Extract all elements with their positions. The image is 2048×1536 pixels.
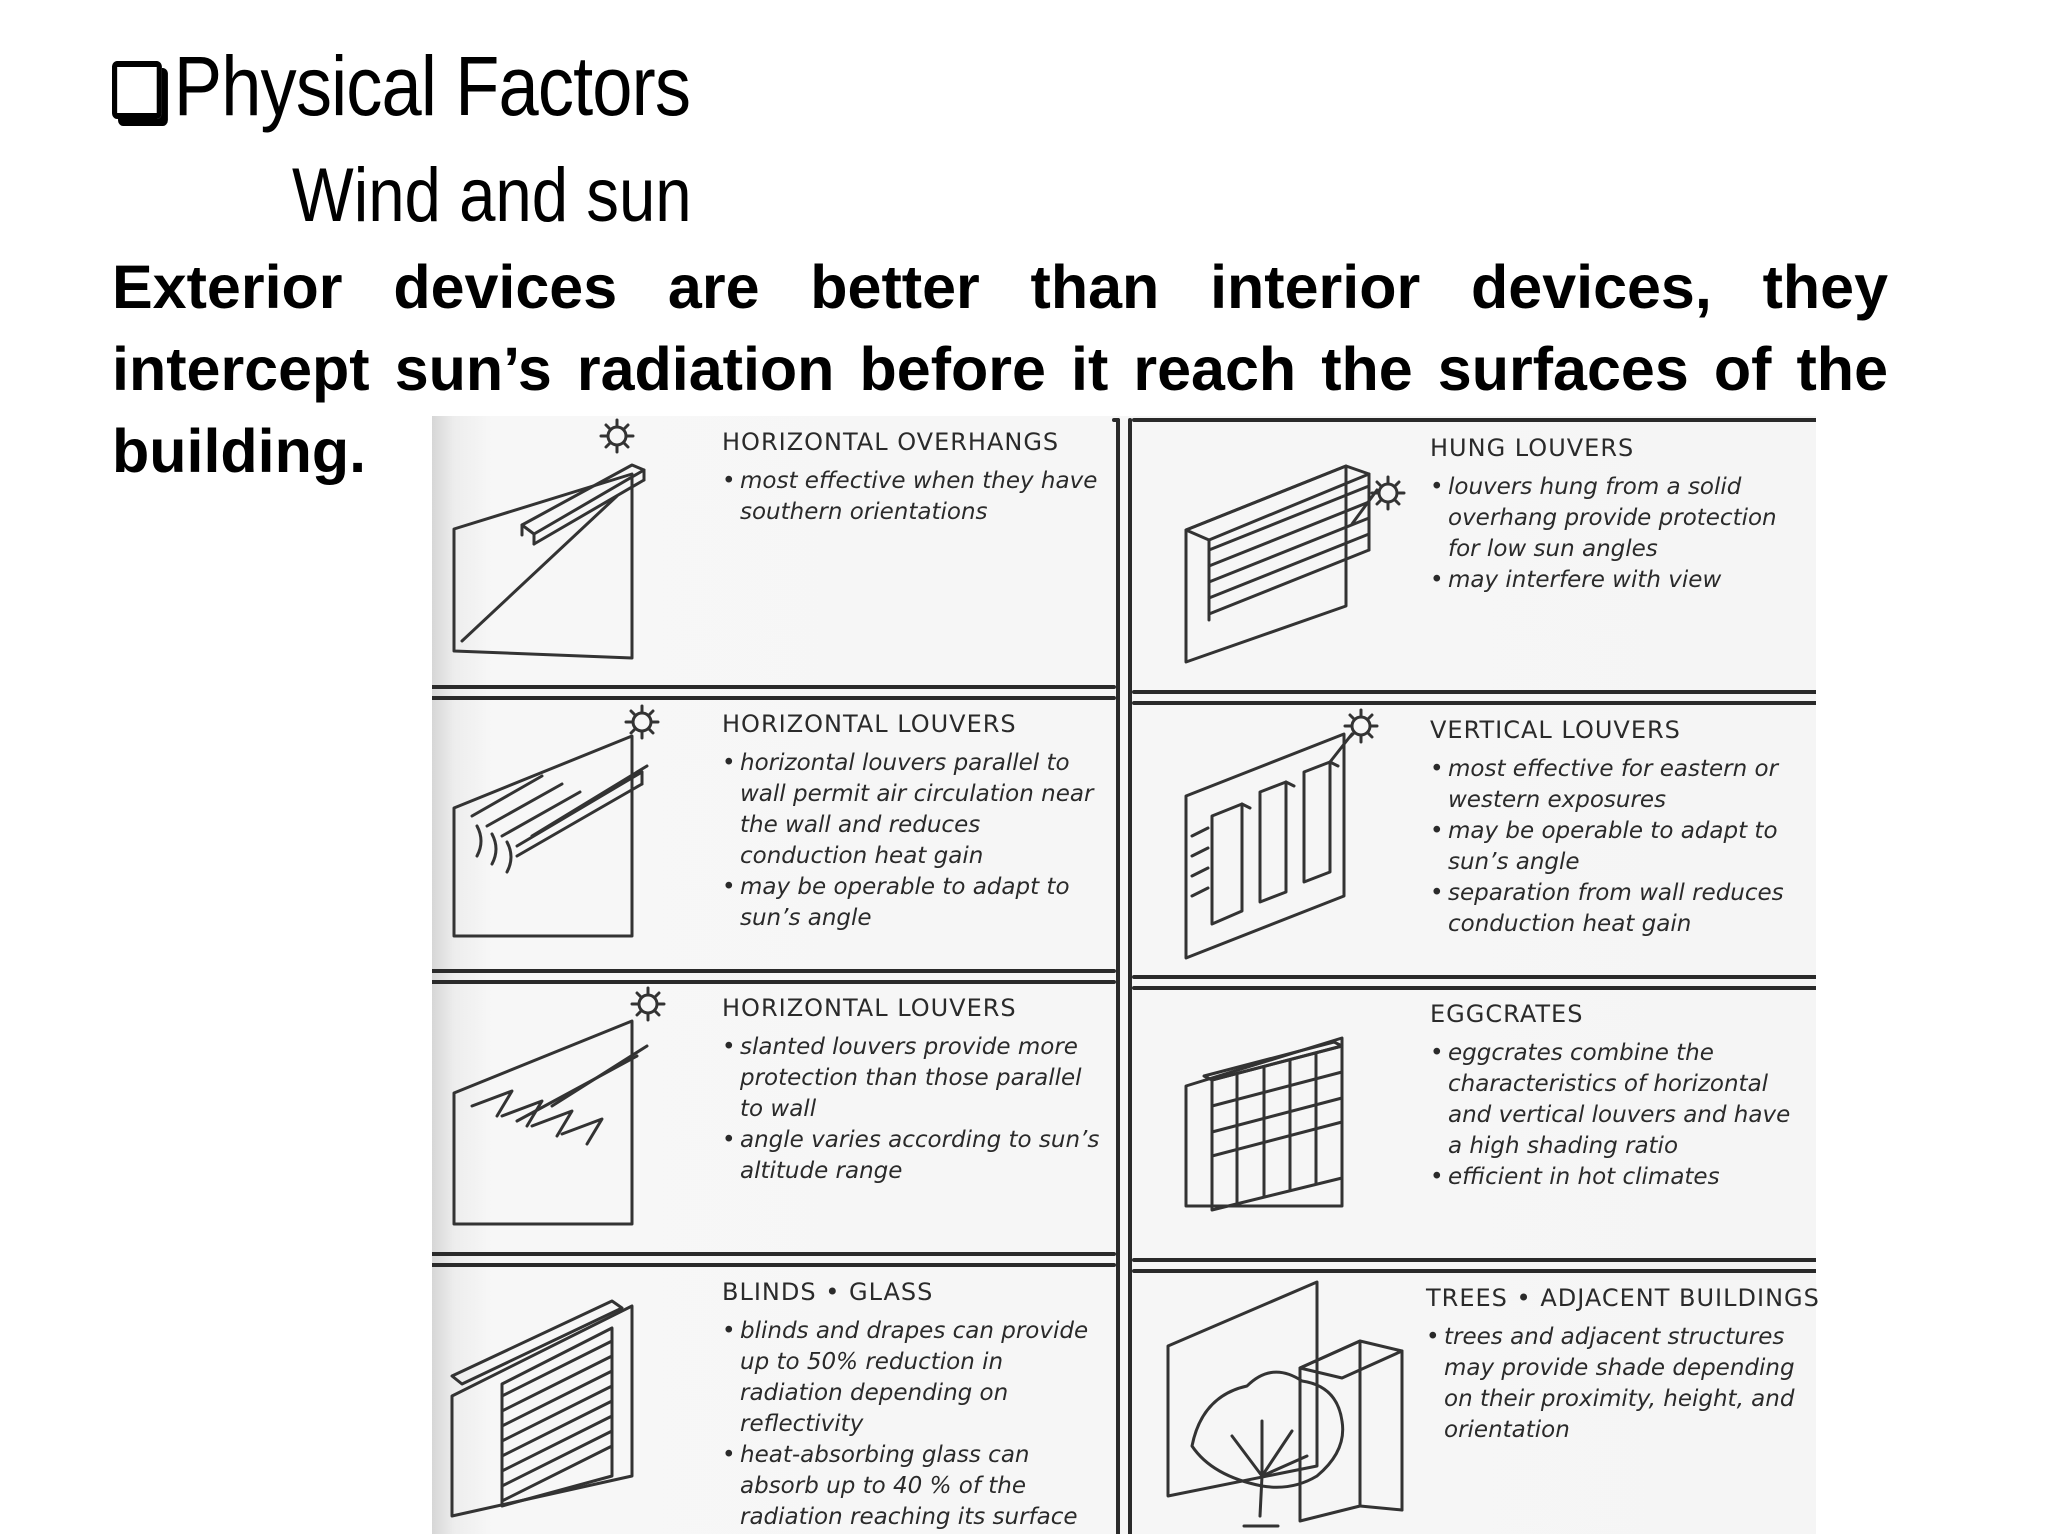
sketch-vertical-louvers <box>1184 732 1354 960</box>
sketch-slanted-louvers <box>452 1019 649 1226</box>
panel-bullet: most effective when they have southern o… <box>722 466 1102 528</box>
panel-title: HORIZONTAL OVERHANGS <box>722 428 1060 456</box>
panel-bullet: eggcrates combine the characteristics of… <box>1430 1038 1810 1162</box>
panel-trees-adjacent-buildings: TREES • ADJACENT BUILDINGS trees and adj… <box>1426 1284 1820 1446</box>
panel-eggcrates: EGGCRATES eggcrates combine the characte… <box>1430 1000 1810 1193</box>
sketch-horizontal-overhang <box>452 463 646 660</box>
slide-body-text: Exterior devices are better than interio… <box>112 253 1888 485</box>
panel-title: HUNG LOUVERS <box>1430 434 1635 462</box>
sketch-horizontal-louvers-parallel <box>452 734 649 938</box>
checkbox-bullet-icon <box>112 61 162 119</box>
panel-bullet: angle varies according to sun’s altitude… <box>722 1125 1102 1187</box>
sun-icon <box>630 986 666 1022</box>
panel-bullet: louvers hung from a solid overhang provi… <box>1430 472 1810 565</box>
panel-hung-louvers: HUNG LOUVERS louvers hung from a solid o… <box>1430 434 1810 596</box>
sun-icon <box>599 418 635 454</box>
panel-bullet: may be operable to adapt to sun’s angle <box>1430 816 1810 878</box>
panel-bullet: may be operable to adapt to sun’s angle <box>722 872 1102 934</box>
panel-blinds-glass: BLINDS • GLASS blinds and drapes can pro… <box>722 1278 1102 1533</box>
panel-bullet: horizontal louvers parallel to wall perm… <box>722 748 1102 872</box>
sun-icon <box>1370 475 1406 511</box>
panel-bullet: heat-absorbing glass can absorb up to 40… <box>722 1440 1102 1533</box>
panel-title: HORIZONTAL LOUVERS <box>722 994 1017 1022</box>
panel-bullet: trees and adjacent structures may provid… <box>1426 1322 1812 1446</box>
panel-title: BLINDS • GLASS <box>722 1278 934 1306</box>
sketch-tree-building <box>1166 1280 1404 1528</box>
sun-icon <box>624 704 660 740</box>
panel-horizontal-overhangs: HORIZONTAL OVERHANGS most effective when… <box>722 428 1102 528</box>
panel-bullet: most effective for eastern or western ex… <box>1430 754 1810 816</box>
panel-bullet: efficient in hot climates <box>1430 1162 1810 1193</box>
panel-title: VERTICAL LOUVERS <box>1430 716 1681 744</box>
heading-text: Physical Factors <box>173 39 691 133</box>
panel-bullet: slanted louvers provide more protection … <box>722 1032 1102 1125</box>
sketch-blinds <box>450 1299 634 1518</box>
slide-subheading: Wind and sun <box>292 153 692 238</box>
sketch-hung-louvers <box>1184 464 1379 664</box>
panel-title: EGGCRATES <box>1430 1000 1584 1028</box>
panel-horizontal-louvers-parallel: HORIZONTAL LOUVERS horizontal louvers pa… <box>722 710 1102 934</box>
panel-title: HORIZONTAL LOUVERS <box>722 710 1017 738</box>
panel-bullet: blinds and drapes can provide up to 50% … <box>722 1316 1102 1440</box>
panel-vertical-louvers: VERTICAL LOUVERS most effective for east… <box>1430 716 1810 940</box>
panel-horizontal-louvers-slanted: HORIZONTAL LOUVERS slanted louvers provi… <box>722 994 1102 1187</box>
sun-icon <box>1343 708 1379 744</box>
panel-title: TREES • ADJACENT BUILDINGS <box>1426 1284 1820 1312</box>
panel-grid-lines <box>432 418 1816 1534</box>
panel-bullet: may interfere with view <box>1430 565 1810 596</box>
shading-devices-sketches <box>432 418 1816 1534</box>
panel-bullet: separation from wall reduces conduction … <box>1430 878 1810 940</box>
sketch-eggcrates <box>1184 1036 1344 1212</box>
slide-heading: Physical Factors <box>112 44 691 128</box>
shading-devices-figure: HORIZONTAL OVERHANGS most effective when… <box>432 416 1820 1534</box>
